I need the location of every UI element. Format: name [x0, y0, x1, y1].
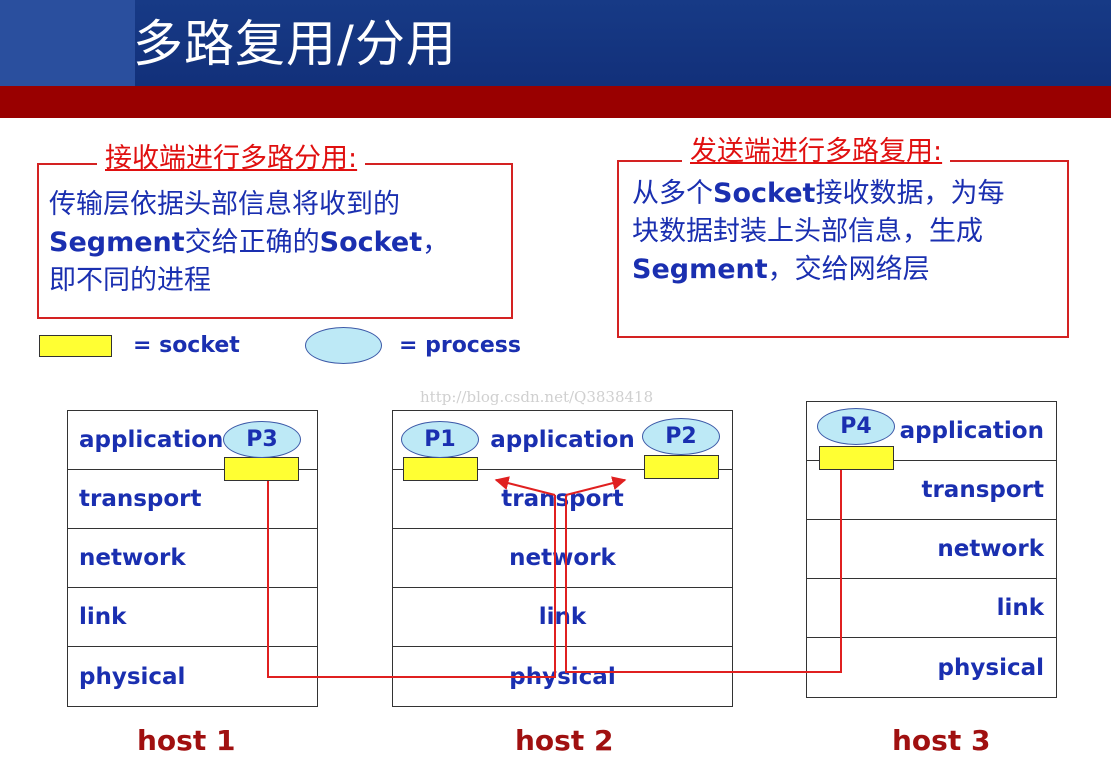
- mux-box-text: 从多个Socket接收数据，为每 块数据封装上头部信息，生成 Segment，交…: [632, 175, 1062, 289]
- header-red-band: [0, 86, 1111, 118]
- process-p2: P2: [642, 418, 720, 455]
- host-2-network-label: network: [509, 545, 616, 571]
- mux-box: [617, 160, 1069, 338]
- demux-box-title: 接收端进行多路分用:: [97, 143, 366, 175]
- legend-socket-label: = socket: [133, 333, 240, 358]
- host-2-layer-transport: transport: [392, 469, 733, 529]
- host-1-link-label: link: [79, 604, 127, 630]
- path-host3-to-host2: [565, 470, 842, 673]
- demux-line-1: 传输层依据头部信息将收到的: [49, 189, 400, 220]
- arrow-to-p1: [494, 476, 556, 496]
- mux-line-3-rest: ，交给网络层: [767, 254, 930, 285]
- process-p1: P1: [401, 421, 479, 458]
- host-2-layer-network: network: [392, 528, 733, 588]
- mux-line-3: Segment，交给网络层: [632, 251, 1062, 289]
- demux-line-2: Segment交给正确的Socket，: [49, 224, 504, 262]
- host-3-label: host 3: [892, 724, 991, 757]
- host-2-transport-label: transport: [501, 486, 624, 512]
- demux-segment-term: Segment: [49, 227, 185, 258]
- host-1-transport-label: transport: [79, 486, 202, 512]
- mux-box-title: 发送端进行多路复用:: [682, 136, 951, 168]
- header-bar: [0, 0, 1111, 86]
- host-3-physical-label: physical: [937, 654, 1044, 681]
- host-1-network-label: network: [79, 545, 186, 571]
- host-3-layer-network: network: [806, 519, 1057, 579]
- watermark: http://blog.csdn.net/Q3838418: [420, 388, 654, 406]
- host-2-link-label: link: [538, 604, 587, 630]
- host-3-link-label: link: [996, 595, 1044, 621]
- legend-process-swatch: [305, 327, 382, 364]
- mux-line-1-rest: 接收数据，为每: [815, 178, 1005, 209]
- host-3-network-label: network: [937, 536, 1044, 562]
- host-2-label: host 2: [515, 724, 614, 757]
- path-host1-to-host2: [267, 481, 556, 678]
- demux-socket-term: Socket: [319, 227, 423, 258]
- host-1-physical-label: physical: [79, 663, 186, 690]
- arrow-to-p2: [565, 476, 627, 496]
- mux-line-1-start: 从多个: [632, 178, 713, 209]
- host-2-socket-p2: [644, 455, 719, 479]
- host-3-socket: [819, 446, 894, 470]
- demux-line-2-end: ，: [422, 227, 450, 258]
- header-accent: [0, 0, 135, 86]
- host-1-application-label: application: [79, 427, 224, 453]
- demux-line-3: 即不同的进程: [49, 265, 211, 296]
- mux-line-1: 从多个Socket接收数据，为每: [632, 175, 1062, 213]
- mux-line-2: 块数据封装上头部信息，生成: [632, 216, 983, 247]
- legend-socket-swatch: [39, 335, 112, 357]
- process-p3: P3: [223, 421, 301, 458]
- host-3-application-label: application: [899, 418, 1044, 444]
- demux-box: [37, 163, 513, 319]
- mux-segment-term: Segment: [632, 254, 768, 285]
- host-3-transport-label: transport: [921, 477, 1044, 503]
- host-2-application-label: application: [490, 427, 635, 453]
- host-3-layer-physical: physical: [806, 637, 1057, 698]
- demux-box-text: 传输层依据头部信息将收到的 Segment交给正确的Socket， 即不同的进程: [49, 186, 504, 300]
- process-p4: P4: [817, 408, 895, 445]
- legend-process-label: = process: [399, 333, 521, 358]
- host-1-label: host 1: [137, 724, 236, 757]
- slide-title: 多路复用/分用: [133, 15, 457, 73]
- demux-line-2-rest: 交给正确的: [184, 227, 320, 258]
- mux-socket-term: Socket: [713, 178, 816, 209]
- host-3-layer-link: link: [806, 578, 1057, 638]
